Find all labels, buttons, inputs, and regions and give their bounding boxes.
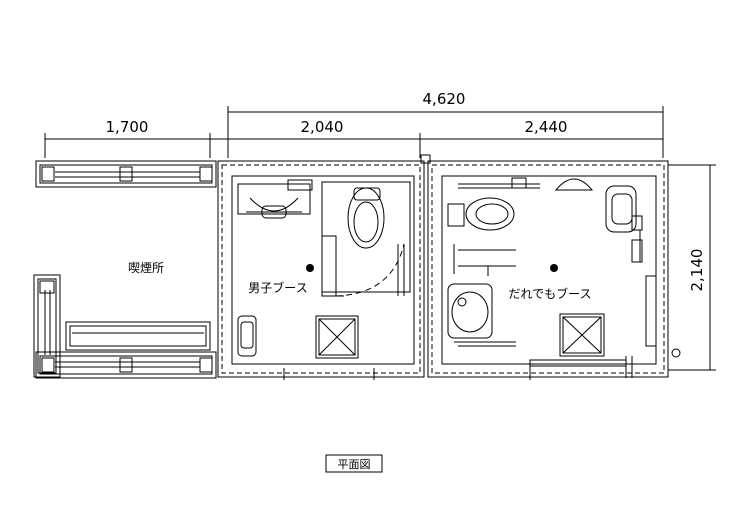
- mens-booth-fixtures: [237, 179, 411, 380]
- room-label-universal: だれでもブース: [508, 286, 591, 301]
- mens-floor-point: [306, 264, 314, 272]
- plan-caption: 平面図: [338, 458, 371, 471]
- building-walls: [217, 154, 681, 378]
- dim-smoking-width: 1,700: [106, 118, 149, 136]
- room-label-mens: 男子ブース: [248, 280, 307, 295]
- dim-depth: 2,140: [688, 249, 706, 292]
- universal-floor-point: [550, 264, 558, 272]
- universal-booth-fixtures: [447, 177, 657, 380]
- smoking-area: [33, 160, 217, 379]
- room-label-smoking: 喫煙所: [128, 261, 164, 275]
- dim-universal-width: 2,440: [525, 118, 568, 136]
- dimension-lines: [44, 106, 716, 371]
- dim-mens-width: 2,040: [301, 118, 344, 136]
- dim-total-width: 4,620: [423, 90, 466, 108]
- caption-box: [325, 454, 383, 473]
